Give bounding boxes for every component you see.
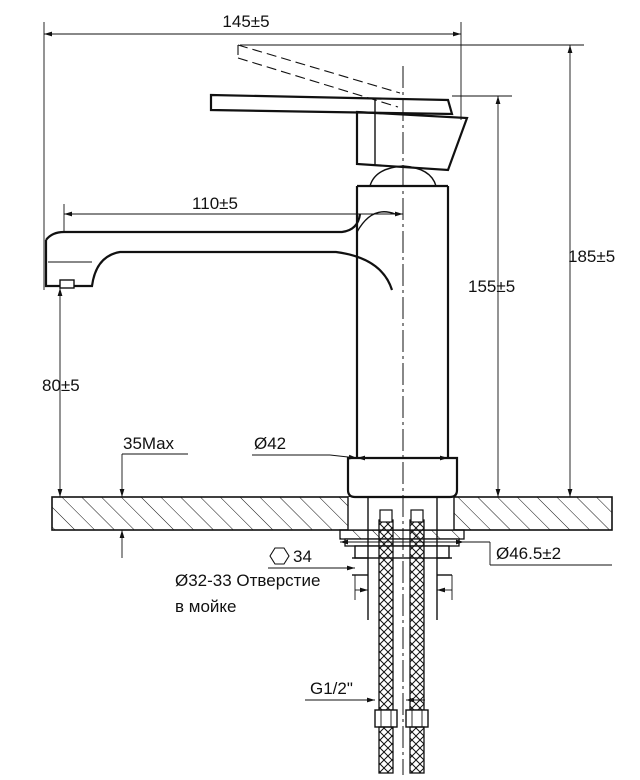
dim-hose-thread-label: G1/2"	[310, 679, 353, 698]
hole-note-line1: Ø32-33 Отверстие	[175, 571, 320, 590]
dim-deck-thickness-label: 35Max	[123, 434, 175, 453]
dim-spout-clearance: 80±5	[42, 288, 80, 497]
dim-deck-thickness: 35Max	[108, 434, 188, 558]
dim-spout-clearance-label: 80±5	[42, 376, 80, 395]
dim-nut-size: 34	[268, 547, 355, 571]
countertop	[51, 496, 613, 531]
dim-nut-size-label: 34	[293, 547, 312, 566]
dim-body-diameter: Ø42	[252, 434, 448, 461]
dim-body-height: 155±5	[452, 95, 515, 497]
dim-overall-reach-label: 145±5	[222, 12, 269, 31]
hexagon-icon	[269, 547, 290, 565]
dim-body-diameter-label: Ø42	[254, 434, 286, 453]
dim-spout-reach: 110±5	[63, 194, 403, 232]
dim-spout-reach-label: 110±5	[192, 194, 238, 213]
flexible-hoses	[374, 509, 429, 774]
dim-body-height-label: 155±5	[468, 277, 515, 296]
dim-hose-thread: G1/2"	[305, 679, 425, 703]
dim-overall-reach: 145±5	[43, 12, 462, 290]
dim-total-height-label: 185±5	[568, 247, 615, 266]
dim-total-height: 185±5	[240, 44, 615, 498]
dim-flange-diameter: Ø46.5±2	[340, 539, 612, 566]
faucet-body	[44, 44, 469, 499]
dim-flange-diameter-label: Ø46.5±2	[496, 544, 561, 563]
hole-note-line2: в мойке	[175, 597, 236, 616]
hole-note: Ø32-33 Отверстие в мойке	[175, 571, 453, 616]
